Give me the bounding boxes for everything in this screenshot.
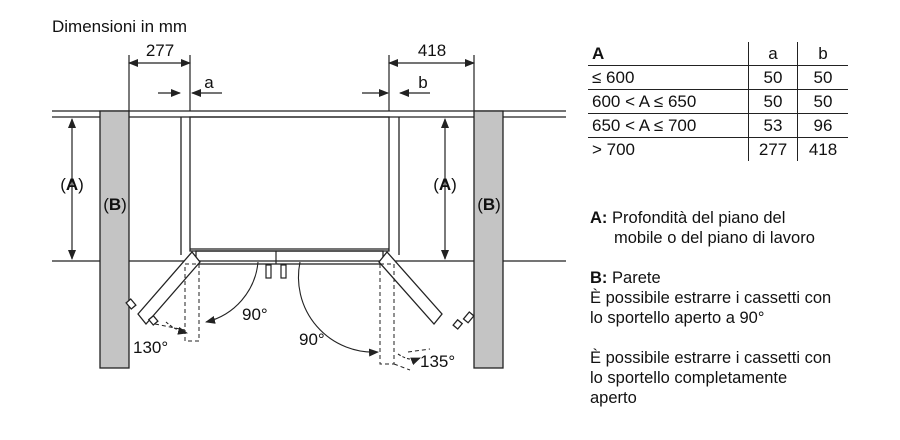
header-cell-b: b (797, 42, 848, 66)
cabinet-sides (180, 117, 400, 255)
table-cell: > 700 (592, 140, 636, 159)
legend-wall: B: Parete È possibile estrarre i cassett… (590, 268, 831, 328)
legend-text: Profondità del piano del (612, 209, 786, 227)
table-row: ≤ 600 50 50 (588, 65, 848, 90)
svg-text:(B): (B) (477, 195, 501, 214)
table-row: 600 < A ≤ 650 50 50 (588, 89, 848, 114)
legend-text: lo sportello aperto a 90° (590, 309, 765, 327)
legend-full-open: È possibile estrarre i cassetti con lo s… (590, 348, 831, 408)
legend-text: Parete (612, 269, 661, 287)
dim-b: b (418, 73, 427, 92)
label-wall-left: B (109, 195, 121, 214)
dim-277: 277 (146, 41, 174, 60)
top-dimensions (128, 55, 475, 111)
table-cell: ≤ 600 (588, 65, 749, 90)
page-title: Dimensioni in mm (52, 17, 188, 36)
table-cell: 50 (797, 65, 848, 90)
left-door-open (125, 250, 201, 326)
angle-arcs (165, 261, 421, 366)
header-cell-a: a (748, 42, 798, 66)
svg-text:(A): (A) (60, 175, 84, 194)
angle-left-130: 130° (133, 338, 168, 357)
table-cell: 277 (748, 137, 798, 161)
table-cell: 418 (797, 137, 848, 161)
clearance-table: A a b ≤ 600 50 50 600 < A ≤ 650 50 50 65… (588, 42, 848, 161)
dim-418: 418 (418, 41, 446, 60)
fridge-body (189, 116, 390, 265)
legend-text: aperto (590, 389, 637, 407)
wall-left (99, 110, 130, 369)
legend-depth: A: Profondità del piano del mobile o del… (590, 208, 815, 248)
table-cell: 50 (748, 89, 798, 114)
label-depth-right: A (439, 175, 451, 194)
table-cell: 50 (797, 89, 848, 114)
angle-right-135: 135° (420, 352, 455, 371)
label-wall-right: B (483, 195, 495, 214)
table-cell: 600 < A ≤ 650 (588, 89, 749, 114)
table-row: 650 < A ≤ 700 53 96 (588, 113, 848, 138)
legend-text: È possibile estrarre i cassetti con (590, 289, 832, 307)
svg-text:(B): (B) (103, 195, 127, 214)
depth-arrows (68, 118, 449, 260)
table-cell: 53 (748, 113, 798, 138)
legend-text: lo sportello completamente (590, 369, 788, 387)
table-row: > 700 277 418 (588, 137, 848, 161)
door-handles (265, 251, 287, 279)
label-depth-left: A (66, 175, 78, 194)
door-90-ghost (154, 263, 431, 371)
table-cell: 96 (797, 113, 848, 138)
table-header-row: A a b (588, 42, 848, 66)
wall-right (473, 110, 504, 369)
table-cell: 50 (748, 65, 798, 90)
legend-text: mobile o del piano di lavoro (614, 229, 815, 247)
angle-left-90: 90° (242, 305, 268, 324)
table-cell: 650 < A ≤ 700 (588, 113, 749, 138)
legend-key-b: B: (590, 269, 608, 287)
legend-text: È possibile estrarre i cassetti con (590, 349, 832, 367)
right-door-open (378, 250, 475, 330)
svg-text:(A): (A) (433, 175, 457, 194)
angle-right-90: 90° (299, 330, 325, 349)
diagram-labels: 277 418 a b (A) (B) (A) (B) 90° 130° 90°… (60, 41, 501, 371)
header-cell-a-upper: A (588, 42, 749, 66)
legend-key-a: A: (590, 209, 608, 227)
dim-a: a (204, 73, 214, 92)
